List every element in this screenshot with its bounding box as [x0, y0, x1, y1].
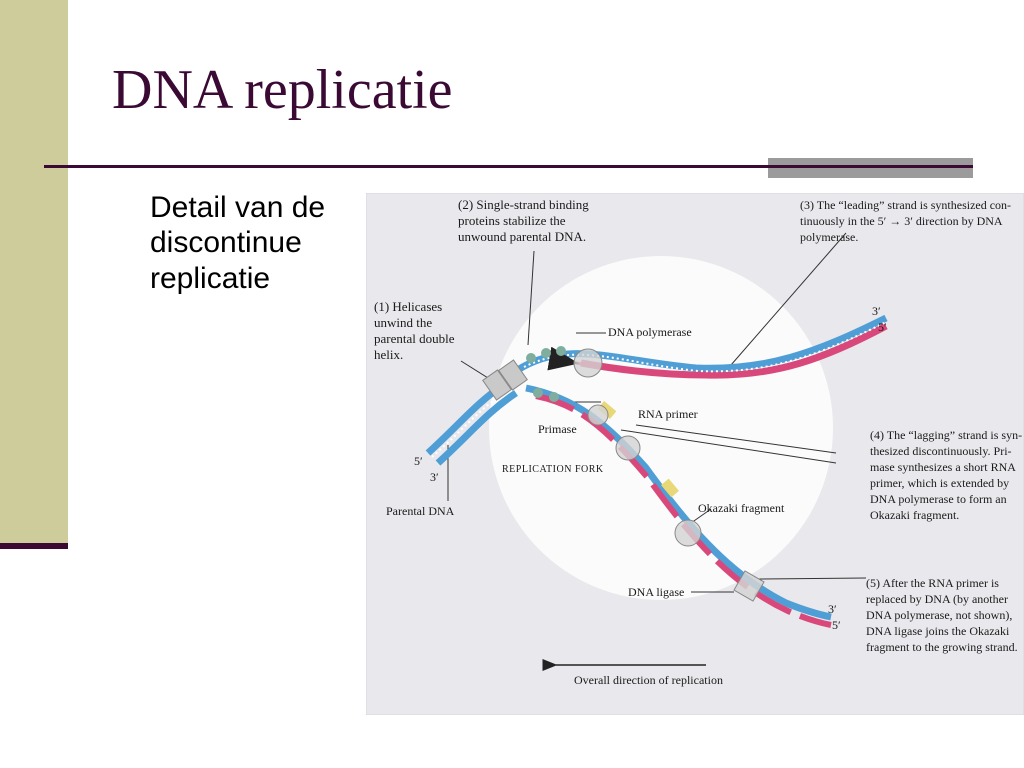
label-rna-primer: RNA primer	[638, 407, 698, 421]
end-label: 3′	[430, 470, 439, 484]
dna-polymerase-shape	[573, 348, 603, 378]
callout-5-line: (5) After the RNA primer is	[866, 576, 999, 590]
callout-4-line: thesized discontinuously. Pri-	[870, 444, 1012, 458]
callout-4-line: Okazaki fragment.	[870, 508, 959, 522]
slide-body: Detail van de discontinue replicatie	[150, 190, 365, 296]
end-label: 5′	[878, 320, 887, 334]
title-divider-accent-line	[768, 165, 973, 168]
body-line: Detail van de	[150, 191, 326, 224]
callout-5-line: DNA polymerase, not shown),	[866, 608, 1012, 622]
end-label: 3′	[872, 304, 881, 318]
callout-1: (1) Helicases unwind the parental double…	[374, 299, 455, 362]
replication-diagram: (1) Helicases unwind the parental double…	[366, 193, 1024, 715]
callout-5-line: replaced by DNA (by another	[866, 592, 1008, 606]
callout-1-line: parental double	[374, 331, 455, 346]
end-label: 5′	[414, 454, 423, 468]
dna-ligase-shape	[733, 570, 765, 602]
callout-4-line: mase synthesizes a short RNA	[870, 460, 1016, 474]
callout-3: (3) The “leading” strand is synthesized …	[800, 198, 1011, 244]
end-label: 3′	[828, 602, 837, 616]
helicase-shape	[482, 369, 512, 401]
title-divider	[44, 165, 770, 168]
callout-1-line: unwind the	[374, 315, 432, 330]
callout-2-line: unwound parental DNA.	[458, 229, 586, 244]
slide-title: DNA replicatie	[112, 59, 453, 121]
slide-side-bar-foot	[0, 543, 68, 549]
protein-shapes	[482, 346, 765, 602]
label-parental-dna: Parental DNA	[386, 504, 455, 518]
label-dna-polymerase: DNA polymerase	[608, 325, 692, 339]
callout-4-line: primer, which is extended by	[870, 476, 1009, 490]
label-direction: Overall direction of replication	[574, 673, 723, 687]
callout-3-line: tinuously in the 5′ → 3′ direction by DN…	[800, 214, 1003, 228]
callout-3-line: (3) The “leading” strand is synthesized …	[800, 198, 1011, 212]
callout-2-line: proteins stabilize the	[458, 213, 566, 228]
primase-shape	[587, 404, 609, 426]
label-dna-ligase: DNA ligase	[628, 585, 684, 599]
slide-side-bar	[0, 0, 68, 545]
callout-1-line: helix.	[374, 347, 403, 362]
callout-3-line: polymerase.	[800, 230, 858, 244]
diagram-labels: DNA polymerase RNA primer Primase Replic…	[386, 304, 887, 687]
callout-5-line: fragment to the growing strand.	[866, 640, 1018, 654]
callout-4-line: (4) The “lagging” strand is syn-	[870, 428, 1022, 442]
label-replication-fork: Replication fork	[502, 464, 604, 475]
label-primase: Primase	[538, 422, 577, 436]
callout-1-line: (1) Helicases	[374, 299, 442, 314]
body-line: replicatie	[150, 261, 271, 295]
callout-2-line: (2) Single-strand binding	[458, 197, 589, 212]
callout-2: (2) Single-strand binding proteins stabi…	[458, 197, 589, 244]
end-label: 5′	[832, 618, 841, 632]
body-line: discontinue	[150, 226, 302, 260]
label-okazaki-fragment: Okazaki fragment	[698, 501, 785, 515]
title-divider-accent	[768, 158, 973, 178]
callout-5-line: DNA ligase joins the Okazaki	[866, 624, 1010, 638]
callout-5: (5) After the RNA primer is replaced by …	[866, 576, 1018, 654]
callout-4: (4) The “lagging” strand is syn- thesize…	[870, 428, 1022, 522]
replication-figure: (1) Helicases unwind the parental double…	[366, 193, 1024, 715]
callout-4-line: DNA polymerase to form an	[870, 492, 1007, 506]
